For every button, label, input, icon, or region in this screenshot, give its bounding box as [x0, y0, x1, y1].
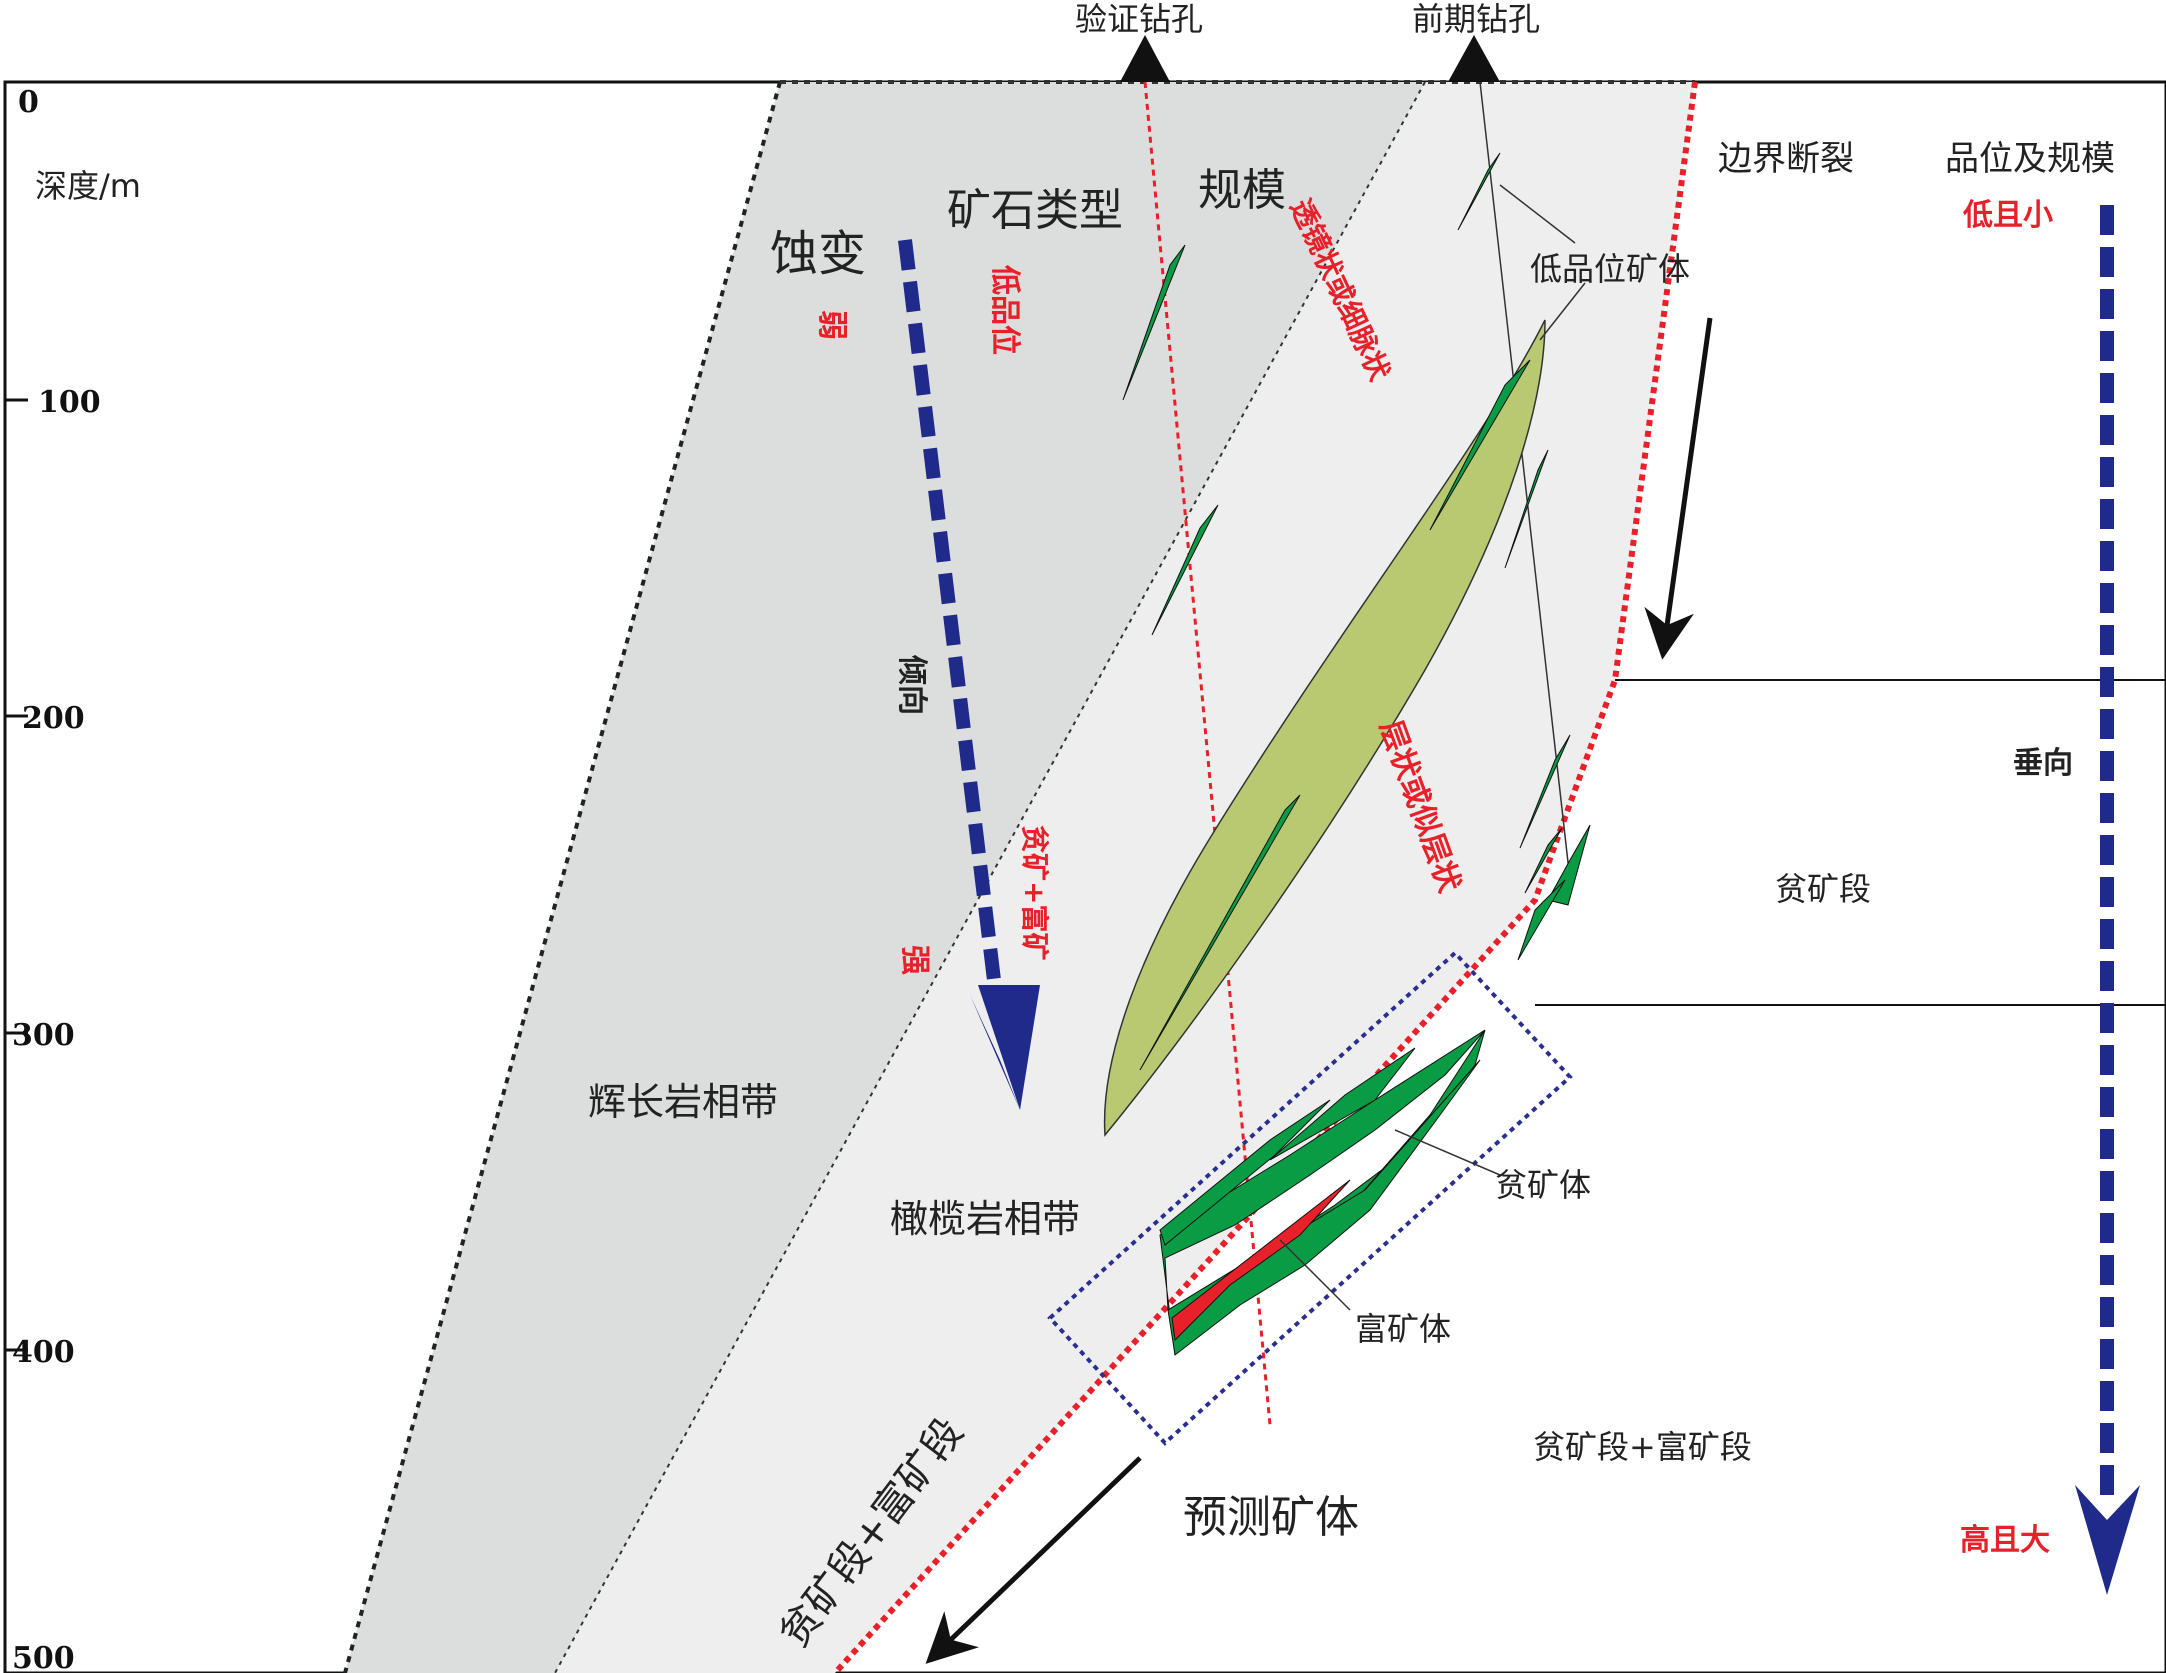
dip-arrow — [898, 239, 1007, 1031]
vein-1 — [1122, 244, 1186, 401]
weak-label: 弱 — [814, 310, 849, 340]
poor-rich-label: 贫矿+富矿 — [1018, 825, 1051, 960]
vein-8 — [1517, 879, 1566, 961]
poor-rich-segment-label: 贫矿段+富矿段 — [1533, 1428, 1752, 1466]
dip-arrow-head-left — [970, 995, 1020, 1110]
ore-type-header: 矿石类型 — [947, 185, 1123, 236]
verification-drill-label: 验证钻孔 — [1075, 0, 1203, 38]
previous-drill-icon — [1448, 35, 1500, 82]
alteration-header: 蚀变 — [770, 226, 866, 282]
poor-ore-upper-splay — [1159, 1099, 1331, 1246]
fault-slip-arrow — [1644, 317, 1713, 660]
grade-scale-header: 品位及规模 — [1945, 139, 2115, 179]
vein-6 — [1524, 827, 1563, 894]
previous-drill-label: 前期钻孔 — [1412, 0, 1540, 38]
previous-drill-trace — [1479, 81, 1571, 881]
gabbro-zone-label: 辉长岩相带 — [588, 1080, 778, 1124]
dip-arrow-head — [978, 985, 1040, 1110]
dip-label: 倾向 — [894, 654, 929, 715]
peridotite-zone-label: 橄榄岩相带 — [890, 1197, 1080, 1241]
depth-axis-title: 深度/m — [35, 167, 141, 205]
poor-body-label: 贫矿体 — [1495, 1166, 1591, 1204]
vertical-arrow-head — [2075, 1485, 2140, 1595]
tick-400: 400 — [12, 1335, 75, 1370]
lens-vein-upper — [1429, 359, 1531, 531]
depth-axis — [5, 398, 28, 1352]
leader-low-grade-2 — [1539, 282, 1586, 341]
vein-2 — [1151, 504, 1219, 636]
vein-4 — [1504, 449, 1549, 569]
vein-5 — [1519, 734, 1571, 849]
predicted-ore-box — [1047, 950, 1573, 1446]
low-small-label: 低且小 — [1962, 198, 2053, 233]
leader-poor-body — [1394, 1129, 1501, 1176]
rich-ore-body — [1171, 1179, 1351, 1342]
poor-segment-label: 贫矿段 — [1775, 870, 1871, 908]
lens-vein-lower — [1139, 794, 1301, 1071]
leader-low-grade-1 — [1499, 184, 1576, 244]
layered-lens — [1103, 319, 1546, 1137]
tick-200: 200 — [22, 701, 85, 736]
low-grade-label: 低品位 — [987, 264, 1022, 355]
predicted-direction-arrow — [925, 1456, 1142, 1664]
vein-3 — [1457, 152, 1501, 231]
poor-ore-body-lower — [1167, 1059, 1481, 1356]
scale-header: 规模 — [1198, 165, 1286, 216]
high-large-label: 高且大 — [1960, 1523, 2050, 1558]
gabbro-zone — [345, 82, 1425, 1673]
verification-drill-icon — [1120, 35, 1170, 82]
tick-500: 500 — [12, 1641, 75, 1673]
boundary-fault — [832, 81, 1698, 1673]
peridotite-zone — [555, 82, 1695, 1673]
low-grade-body-label: 低品位矿体 — [1530, 250, 1690, 288]
poor-ore-upper-splay-2 — [1269, 1047, 1416, 1161]
strong-label: 强 — [897, 945, 932, 975]
tick-100: 100 — [38, 385, 101, 420]
vertical-label: 垂向 — [2013, 746, 2073, 781]
boundary-fault-header: 边界断裂 — [1718, 139, 1854, 179]
rich-body-label: 富矿体 — [1355, 1310, 1451, 1348]
tick-300: 300 — [12, 1018, 75, 1053]
predicted-body-label: 预测矿体 — [1183, 1492, 1359, 1543]
tick-0: 0 — [18, 85, 39, 120]
leader-rich-body — [1279, 1239, 1351, 1311]
